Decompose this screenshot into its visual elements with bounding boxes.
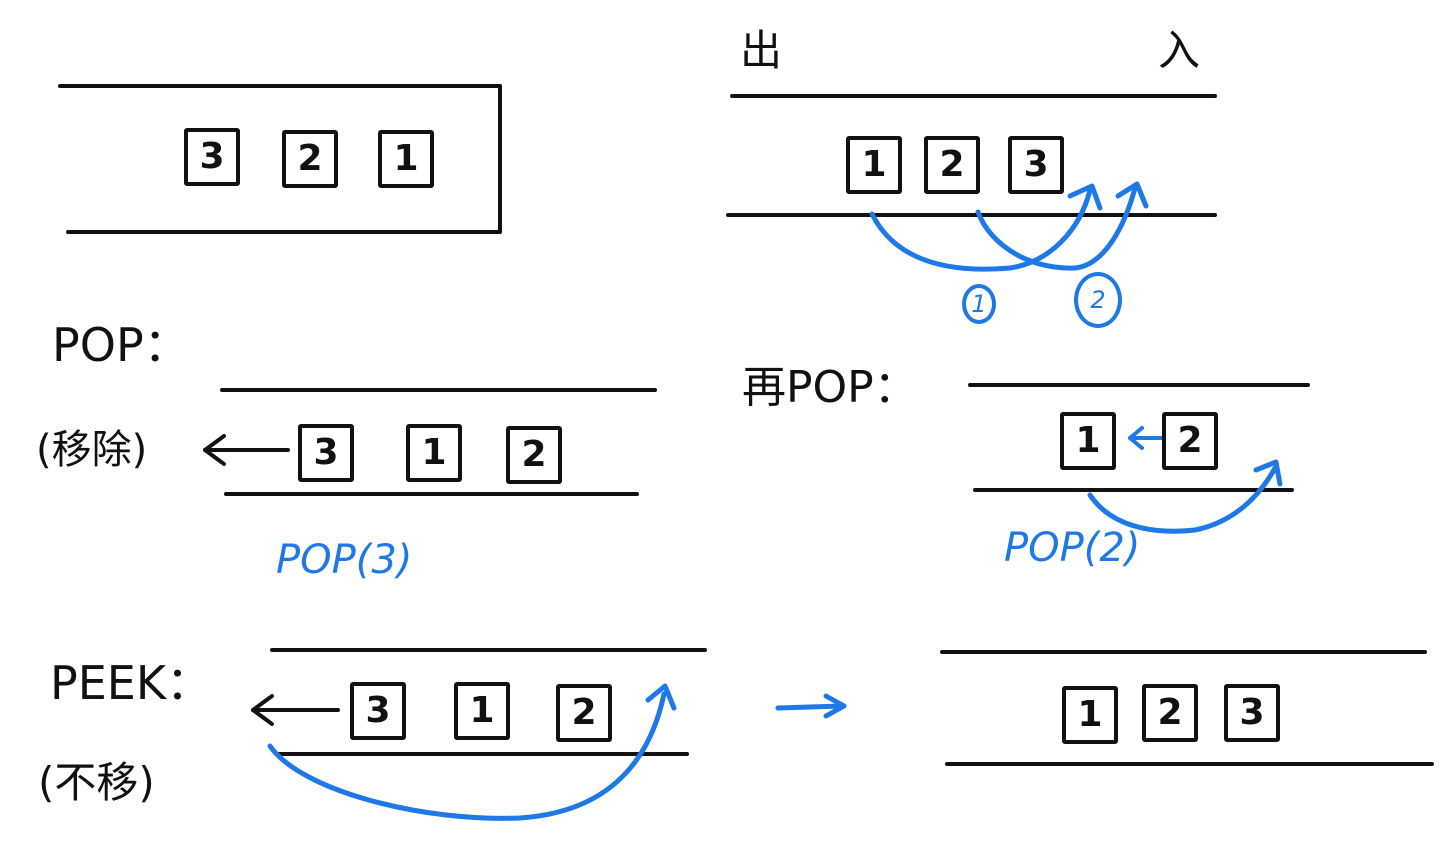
result-rails (940, 650, 1434, 766)
pop-remove-arrow (203, 434, 290, 466)
stack-container-top-left (58, 84, 502, 234)
pop-label: POP： (52, 318, 190, 372)
pop2-annotation: POP(2) (1004, 525, 1141, 571)
stack-item: 1 (378, 130, 434, 188)
stack-item: 3 (298, 424, 354, 482)
result-item: 3 (1224, 684, 1280, 742)
pop-again-label: 再POP： (742, 362, 918, 413)
transfer-arrow-2 (975, 181, 1149, 271)
stack-item: 2 (506, 426, 562, 484)
stack-item: 2 (556, 684, 612, 742)
peek-arrow (251, 694, 340, 726)
queue-item: 2 (924, 136, 980, 194)
in-label: 入 (1158, 26, 1201, 75)
stack-item: 2 (282, 130, 338, 188)
step-1-marker: 1 (962, 284, 996, 324)
result-arrow (775, 693, 847, 719)
pop3-annotation: POP(3) (276, 537, 413, 583)
stack-item: 3 (350, 682, 406, 740)
stack-item: 1 (406, 424, 462, 482)
transfer-arrow-1 (869, 183, 1103, 272)
remove-label: (移除) (36, 427, 148, 473)
queue-item: 1 (846, 136, 902, 194)
out-label: 出 (740, 26, 783, 75)
pop-again-transfer-arrow (1087, 459, 1283, 534)
no-move-label: (不移) (38, 758, 155, 807)
pop-again-rails (968, 383, 1310, 492)
stack-item: 1 (1060, 412, 1116, 470)
result-item: 1 (1062, 686, 1118, 744)
pop-rails (220, 388, 657, 496)
stack-item: 2 (1162, 412, 1218, 470)
pop-again-shift-arrow (1128, 426, 1164, 450)
stack-item: 1 (454, 682, 510, 740)
queue-rails-top-right (726, 94, 1217, 217)
stack-item: 3 (184, 128, 240, 186)
step-2-marker: 2 (1074, 272, 1122, 328)
peek-rails (270, 648, 707, 756)
peek-label: PEEK： (50, 656, 213, 710)
queue-item: 3 (1008, 136, 1064, 194)
peek-return-arrow (267, 683, 677, 821)
result-item: 2 (1142, 684, 1198, 742)
